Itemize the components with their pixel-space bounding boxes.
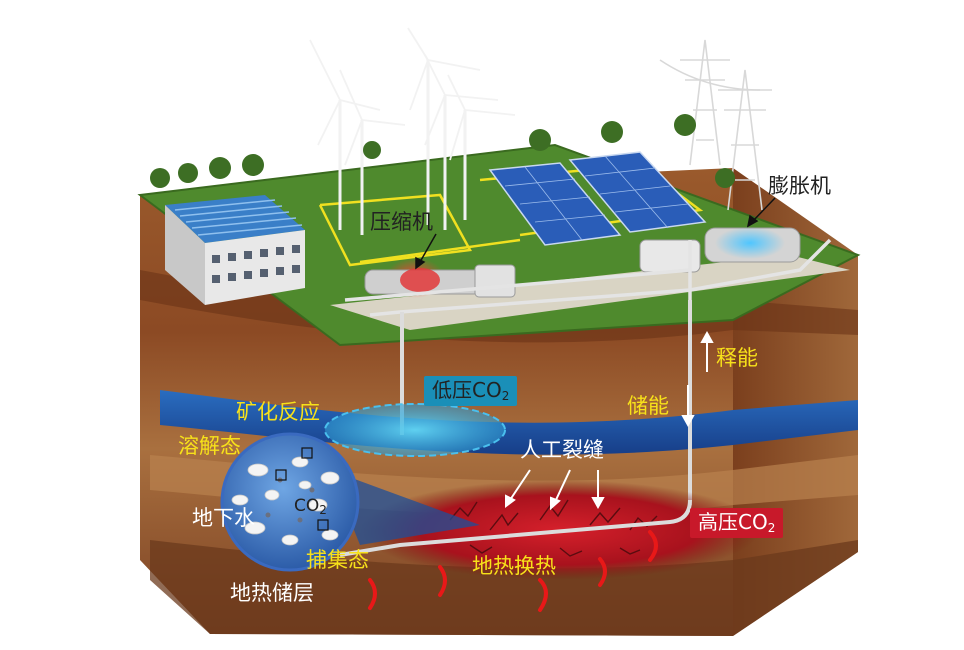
dissolved-state-label: 溶解态	[178, 434, 241, 458]
geothermal-reservoir-label: 地热储层	[230, 581, 314, 605]
solar-panel-array	[488, 151, 707, 246]
low-pressure-co2-tag: 低压CO2	[424, 376, 518, 406]
concrete-pad	[330, 255, 850, 330]
captured-state-label: 捕集态	[306, 548, 369, 572]
store-energy-label: 储能	[627, 394, 669, 418]
compressor-machine	[364, 258, 516, 298]
pore-magnifier	[220, 432, 360, 572]
geothermal-exchange-label: 地热换热	[472, 554, 556, 578]
annotation-arrows	[505, 330, 714, 511]
high-pressure-co2-tag: 高压CO2	[690, 508, 784, 538]
expander-machine	[639, 227, 801, 273]
expander-label: 膨胀机	[768, 174, 831, 198]
trees	[150, 114, 735, 188]
horizontal-well	[339, 499, 692, 557]
artificial-fracture-label: 人工裂缝	[520, 438, 604, 462]
mineralization-label: 矿化反应	[236, 400, 320, 424]
compressor-label: 压缩机	[370, 210, 433, 234]
wind-turbines	[309, 27, 516, 235]
groundwater-label: 地下水	[192, 506, 255, 530]
surface-pipes	[344, 238, 832, 317]
release-energy-label: 释能	[716, 346, 758, 370]
heat-flows	[368, 530, 658, 612]
low-pressure-plume	[324, 403, 506, 457]
co2-inner-label: CO2	[294, 496, 327, 517]
